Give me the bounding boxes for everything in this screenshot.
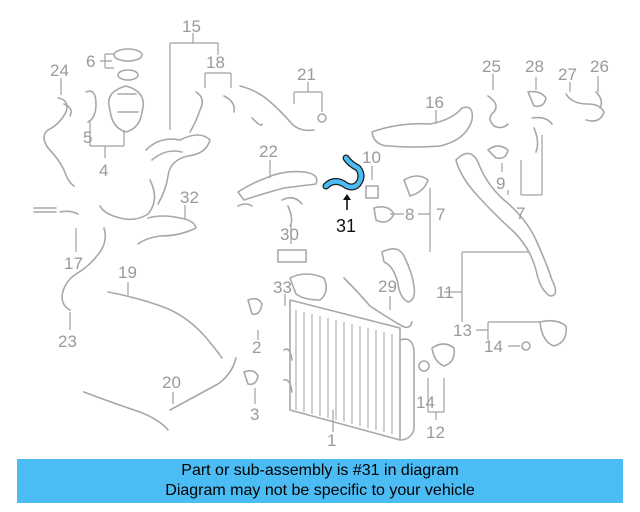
label-6: 6 [86,52,95,71]
label-27: 27 [558,65,577,84]
label-7-middle: 7 [436,205,445,224]
label-23: 23 [58,332,77,351]
label-22: 22 [259,142,278,161]
label-13: 13 [453,321,472,340]
label-33: 33 [273,278,292,297]
label-10: 10 [362,148,381,167]
label-26: 26 [590,57,609,76]
label-1: 1 [327,431,336,450]
label-29: 29 [378,277,397,296]
banner-line-1: Part or sub-assembly is #31 in diagram [181,462,459,479]
label-14-lower: 14 [416,393,435,412]
label-18: 18 [206,53,225,72]
banner-line-2: Diagram may not be specific to your vehi… [165,482,475,499]
label-11: 11 [436,283,454,302]
label-16: 16 [425,93,444,112]
label-19: 19 [118,263,137,282]
label-21: 21 [297,65,316,84]
label-30: 30 [280,225,299,244]
label-31: 31 [336,216,356,236]
label-4: 4 [99,161,108,180]
part-labels: 15 6 24 18 21 5 4 25 28 27 26 16 22 10 9… [50,17,609,450]
part-31-highlight[interactable] [322,154,365,210]
label-17: 17 [64,254,83,273]
label-20: 20 [162,373,181,392]
label-28: 28 [525,57,544,76]
label-14-right: 14 [484,337,503,356]
parts-diagram: 15 6 24 18 21 5 4 25 28 27 26 16 22 10 9… [33,17,609,450]
label-15: 15 [182,17,201,36]
label-3: 3 [250,405,259,424]
label-12: 12 [426,423,445,442]
label-25: 25 [482,57,501,76]
label-8: 8 [405,205,414,224]
leader-lines [60,33,599,432]
label-32: 32 [180,188,199,207]
label-24: 24 [50,61,69,80]
label-9: 9 [496,174,505,193]
label-7-right: 7 [516,204,525,223]
label-2: 2 [252,338,261,357]
info-banner: Part or sub-assembly is #31 in diagram D… [17,459,623,503]
label-5: 5 [83,128,92,147]
gray-parts [33,48,605,441]
